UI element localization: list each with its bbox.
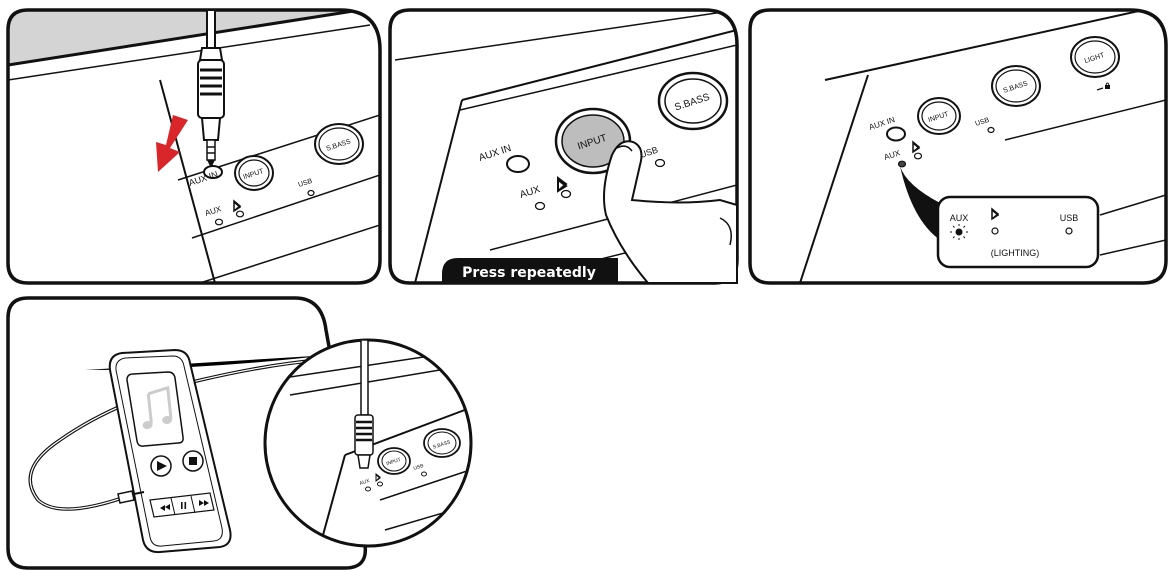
player-screen [127,372,183,446]
zoom-detail: INPUT S.BASS USB AUX [265,340,471,546]
bluetooth-icon [558,178,566,191]
aux-indicator [216,219,223,225]
press-repeatedly-badge: Press repeatedly [442,258,618,283]
light-button[interactable]: LIGHT [1071,37,1119,77]
pause-icon [181,502,183,509]
sbass-button[interactable]: S.BASS [992,66,1040,106]
bluetooth-indicator [992,228,998,234]
usb-indicator [656,160,665,167]
bluetooth-indicator [378,482,383,486]
press-repeatedly-text: Press repeatedly [462,265,596,281]
aux-label: AUX [883,148,902,162]
panel-2: AUX IN INPUT S.BASS USB AUX Press repeat… [390,10,737,283]
bluetooth-indicator [915,153,922,159]
stop-icon [189,457,197,465]
usb-indicator [988,128,994,133]
bluetooth-icon [234,201,240,211]
aux-label: AUX [519,184,542,201]
callout-aux-label: AUX [950,213,969,223]
input-button[interactable]: INPUT [235,156,273,190]
callout-lighting-label: (LIGHTING) [991,248,1040,258]
sbass-button[interactable]: S.BASS [424,429,460,457]
callout-pointer [900,166,940,240]
bluetooth-indicator [237,211,244,217]
finger-icon [604,141,737,283]
callout-usb-label: USB [1060,213,1079,223]
play-button[interactable] [151,456,171,476]
usb-label: USB [297,178,313,189]
aux-indicator [366,487,371,491]
input-button[interactable]: INPUT [378,448,410,474]
aux-label: AUX [204,204,223,218]
usb-indicator [1066,228,1072,234]
stop-button[interactable] [183,451,203,471]
sbass-button[interactable]: S.BASS [315,124,363,164]
panel-3: AUX IN INPUT S.BASS LIGHT USB AUX [750,5,1166,283]
aux-in-jack [507,156,529,172]
usb-label: USB [974,117,990,128]
usb-indicator [308,191,314,196]
aux-indicator [536,203,545,210]
usb-indicator [422,472,427,476]
aux-in-jack [887,128,905,141]
input-button[interactable]: INPUT [918,98,960,134]
sbass-button[interactable]: S.BASS [659,73,727,129]
indicator-callout: AUX USB (LIGHTING) [938,197,1098,267]
bluetooth-icon [913,142,919,152]
aux-indicator-lit [899,161,906,167]
panel-4: INPUT S.BASS USB AUX [8,298,471,568]
bluetooth-indicator [562,191,571,198]
portable-music-player [110,350,231,552]
lock-icon [1097,83,1110,90]
panel-1: AUX IN INPUT S.BASS USB AUX [8,10,380,283]
